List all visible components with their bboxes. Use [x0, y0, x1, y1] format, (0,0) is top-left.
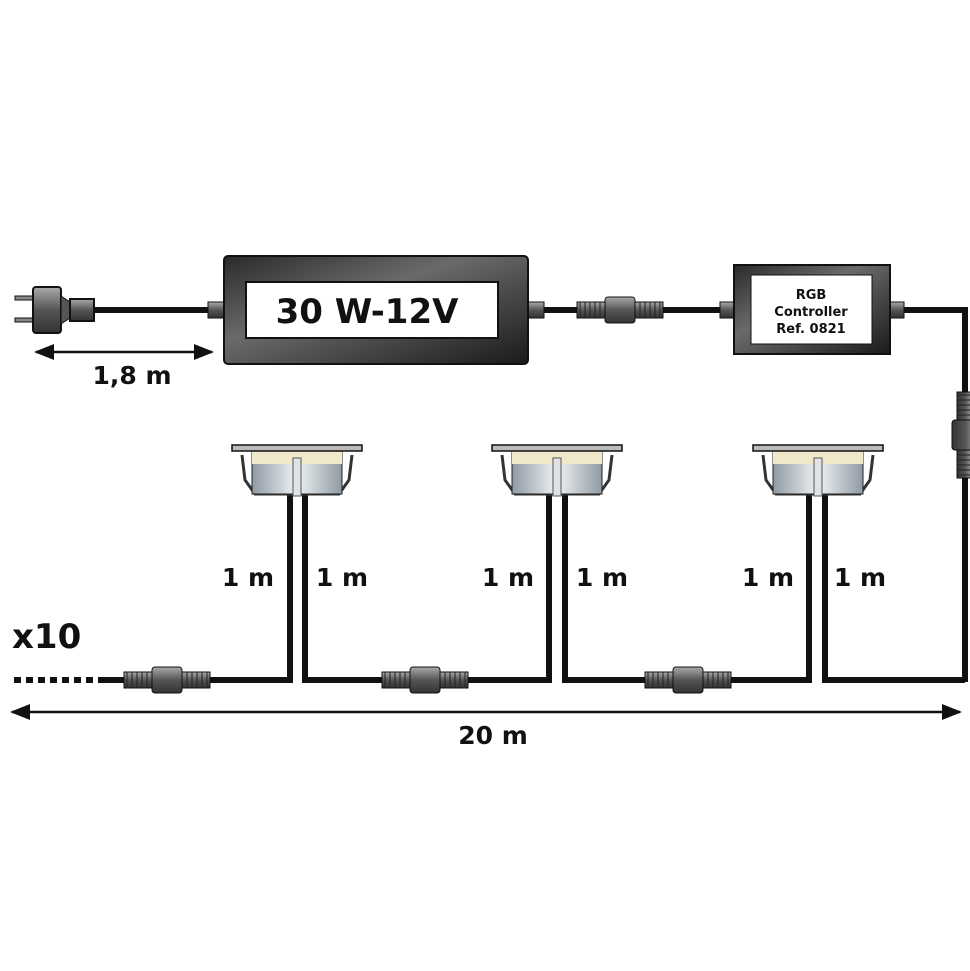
cables	[92, 307, 968, 683]
total-length: 20 m	[458, 721, 528, 750]
rgb-controller: RGB Controller Ref. 0821	[719, 264, 905, 355]
lead-length: 1 m	[316, 563, 368, 592]
multiplier-label: x10	[12, 617, 81, 657]
cable-connector-icon	[644, 666, 732, 694]
deck-light-icon	[752, 444, 884, 497]
controller-line1: RGB	[796, 288, 827, 303]
cable-connector-icon	[381, 666, 469, 694]
lead-length: 1 m	[482, 563, 534, 592]
controller-line2: Controller	[774, 305, 848, 320]
power-supply: 30 W-12V	[207, 255, 545, 365]
lead-length: 1 m	[834, 563, 886, 592]
cable-connector-icon	[576, 296, 664, 324]
lead-length: 1 m	[222, 563, 274, 592]
power-supply-label: 30 W-12V	[276, 292, 460, 332]
cable-connector-icon	[123, 666, 211, 694]
cable-connector-icon	[951, 391, 970, 479]
deck-light-icon	[491, 444, 623, 497]
controller-line3: Ref. 0821	[776, 322, 845, 337]
plug-cable-length: 1,8 m	[92, 361, 171, 390]
deck-light-icon	[231, 444, 363, 497]
plug-icon	[14, 286, 95, 334]
lead-length: 1 m	[576, 563, 628, 592]
lead-length: 1 m	[742, 563, 794, 592]
